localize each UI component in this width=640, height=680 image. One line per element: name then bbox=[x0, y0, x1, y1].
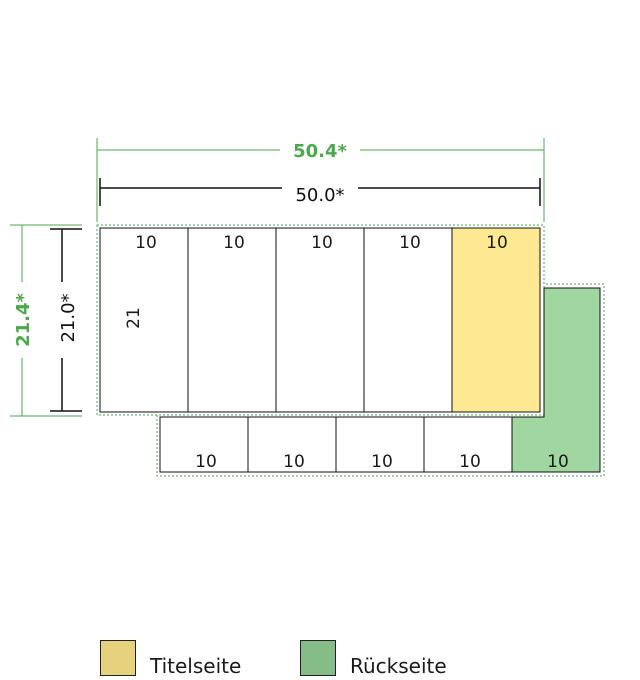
bottom-label-4: 10 bbox=[459, 452, 481, 472]
panel-height-label: 21 bbox=[124, 307, 144, 329]
outer-height-dimension bbox=[10, 224, 82, 417]
bleed-outline-bottom bbox=[156, 283, 605, 477]
back-page-panel bbox=[511, 287, 601, 473]
bottom-row-panels bbox=[159, 287, 601, 473]
top-panel-1 bbox=[99, 227, 189, 413]
bottom-panel-2 bbox=[247, 416, 337, 473]
top-label-5: 10 bbox=[486, 233, 508, 253]
legend-label-back-page: Rückseite bbox=[350, 654, 447, 678]
bottom-label-1: 10 bbox=[195, 452, 217, 472]
outer-height-label: 21.4* bbox=[13, 293, 34, 347]
bottom-label-3: 10 bbox=[371, 452, 393, 472]
top-label-2: 10 bbox=[223, 233, 245, 253]
legend-label-title-page: Titelseite bbox=[150, 654, 242, 678]
bottom-label-5: 10 bbox=[547, 452, 569, 472]
inner-width-label: 50.0* bbox=[295, 185, 344, 206]
inner-width-dimension bbox=[99, 178, 541, 206]
top-panel-2 bbox=[187, 227, 277, 413]
top-panel-3 bbox=[275, 227, 365, 413]
inner-height-dimension bbox=[50, 228, 82, 412]
inner-height-label: 21.0* bbox=[58, 293, 79, 342]
top-panel-4 bbox=[363, 227, 453, 413]
top-label-3: 10 bbox=[311, 233, 333, 253]
outer-width-label: 50.4* bbox=[293, 141, 347, 162]
top-label-4: 10 bbox=[399, 233, 421, 253]
bottom-label-2: 10 bbox=[283, 452, 305, 472]
outer-width-dimension bbox=[96, 138, 545, 222]
top-row-panels bbox=[99, 227, 541, 413]
top-label-1: 10 bbox=[135, 233, 157, 253]
legend-swatch-title-page bbox=[100, 640, 136, 676]
title-page-panel bbox=[451, 227, 541, 413]
legend-swatch-back-page bbox=[300, 640, 336, 676]
